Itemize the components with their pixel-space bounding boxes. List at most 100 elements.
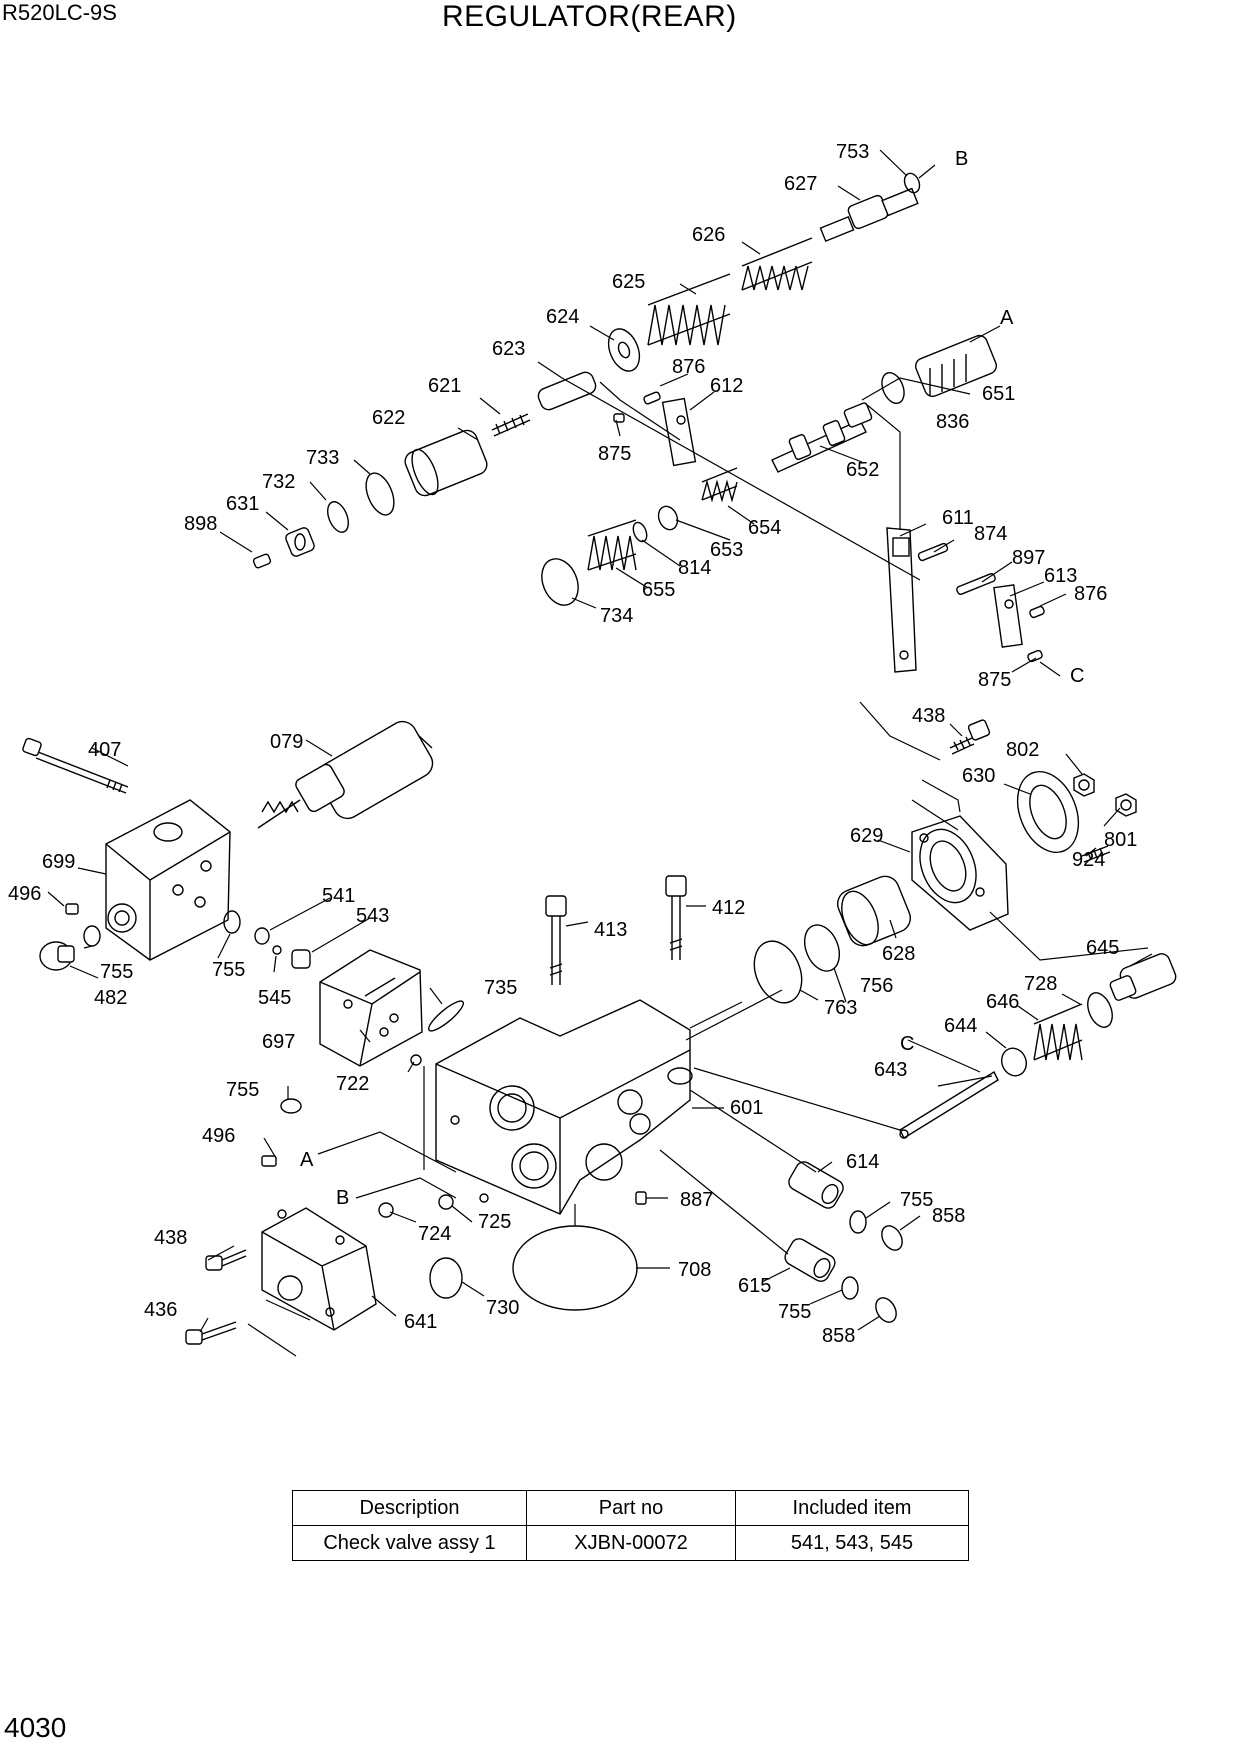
part-836-ring [881, 371, 905, 405]
callout-897: 897 [1012, 547, 1045, 569]
part-653-washer [657, 505, 679, 531]
part-graphics [22, 172, 1177, 1345]
part-646-spring [1033, 1003, 1083, 1061]
callout-613: 613 [1044, 565, 1077, 587]
callout-079: 079 [270, 731, 303, 753]
part-734-oring [541, 558, 579, 606]
callout-763: 763 [824, 997, 857, 1019]
callout-708: 708 [678, 1259, 711, 1281]
page-title: REGULATOR(REAR) [442, 0, 737, 33]
callout-836: 836 [936, 411, 969, 433]
part-631-collar [285, 527, 315, 557]
callout-626: 626 [692, 224, 725, 246]
part-732-oring [327, 501, 349, 533]
part-858b-ring [875, 1297, 897, 1323]
callout-627: 627 [784, 173, 817, 195]
column-header-part-no: Part no [526, 1490, 736, 1526]
part-625-spring [647, 273, 731, 346]
callout-625: 625 [612, 271, 645, 293]
callout-645: 645 [1086, 937, 1119, 959]
part-541-seat [254, 927, 270, 945]
part-413-bolt [545, 895, 567, 985]
callout-733: 733 [306, 447, 339, 469]
part-733-oring [365, 472, 395, 516]
callout-496a: 496 [8, 883, 41, 905]
callout-413: 413 [594, 919, 627, 941]
part-496a-plug [65, 903, 79, 915]
callout-436: 436 [144, 1299, 177, 1321]
part-624-washer [607, 328, 641, 372]
callout-412: 412 [712, 897, 745, 919]
part-755d-oring [849, 1210, 867, 1234]
part-898-pin [252, 553, 272, 569]
part-651-piston [914, 334, 998, 398]
part-496b-plug [261, 1155, 277, 1167]
part-802-nut [1073, 773, 1095, 797]
part-858a-ring [881, 1225, 903, 1251]
callout-875a: 875 [598, 443, 631, 465]
callout-545: 545 [258, 987, 291, 1009]
cell-included-item: 541, 543, 545 [735, 1525, 969, 1561]
callout-876a: 876 [672, 356, 705, 378]
callout-801: 801 [1104, 829, 1137, 851]
callout-B-mid: B [336, 1187, 349, 1209]
part-643-rod [899, 1071, 999, 1139]
part-407-bolt [22, 737, 129, 794]
callout-C-mid: C [900, 1033, 914, 1055]
callout-407: 407 [88, 739, 121, 761]
part-438a-bolt [949, 719, 991, 755]
part-730-oring [429, 1257, 463, 1299]
callout-756: 756 [860, 975, 893, 997]
part-644-washer [1000, 1047, 1028, 1077]
callout-651: 651 [982, 383, 1015, 405]
callout-730: 730 [486, 1297, 519, 1319]
part-438b-bolt [205, 1249, 247, 1271]
callout-629: 629 [850, 825, 883, 847]
callout-615: 615 [738, 1275, 771, 1297]
callout-628: 628 [882, 943, 915, 965]
callout-734: 734 [600, 605, 633, 627]
callout-646: 646 [986, 991, 1019, 1013]
part-615-sleeve [784, 1238, 836, 1282]
callout-B-top: B [955, 148, 968, 170]
part-722-oring [410, 1054, 422, 1066]
part-755a-oring [83, 925, 101, 947]
callout-654: 654 [748, 517, 781, 539]
page-number: 4030 [4, 1712, 67, 1743]
part-628-piston [836, 875, 912, 947]
callout-753: 753 [836, 141, 869, 163]
callout-612: 612 [710, 375, 743, 397]
part-655-spring [587, 519, 637, 571]
part-755b-oring [223, 910, 241, 934]
part-629-cover [911, 815, 1009, 931]
table-header-row: Description Part no Included item [292, 1490, 969, 1526]
part-875a-pin [613, 413, 625, 423]
callout-621: 621 [428, 375, 461, 397]
part-753-oring [903, 172, 921, 194]
part-728-oring [1087, 992, 1113, 1028]
part-627-adjust-screw [819, 187, 919, 243]
part-814-ring [632, 521, 648, 543]
part-613-plate [993, 584, 1023, 648]
part-725-oring [438, 1194, 454, 1210]
part-897-pin [956, 573, 996, 595]
callout-641: 641 [404, 1311, 437, 1333]
part-887-pin [635, 1191, 647, 1205]
part-601-casing [435, 999, 693, 1215]
part-875b-pin [1027, 649, 1043, 663]
callout-601: 601 [730, 1097, 763, 1119]
cell-part-no: XJBN-00072 [526, 1525, 736, 1561]
part-622-sleeve [404, 429, 488, 497]
callout-C-top: C [1070, 665, 1084, 687]
callout-735: 735 [484, 977, 517, 999]
callout-814: 814 [678, 557, 711, 579]
callout-755a: 755 [100, 961, 133, 983]
part-611-lever [886, 527, 917, 673]
callout-725: 725 [478, 1211, 511, 1233]
callout-614: 614 [846, 1151, 879, 1173]
part-654-spring [701, 467, 738, 503]
column-header-included-item: Included item [735, 1490, 969, 1526]
callout-611: 611 [942, 507, 974, 529]
part-645-plug [1109, 953, 1177, 1001]
callout-631: 631 [226, 493, 259, 515]
